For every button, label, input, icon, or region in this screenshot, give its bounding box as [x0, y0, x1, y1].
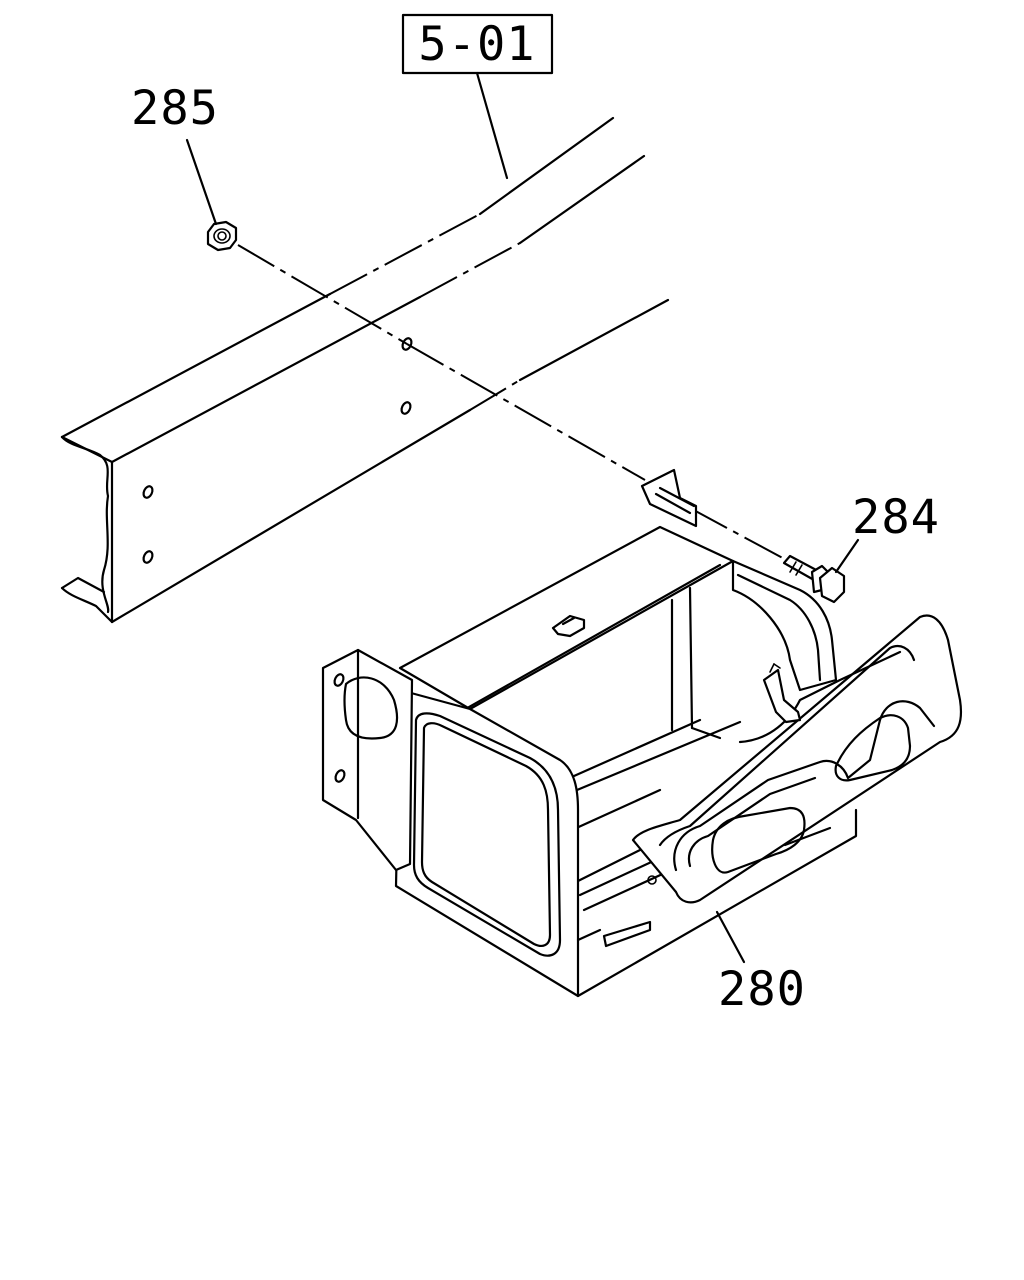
bolt-axis-line — [689, 507, 791, 563]
battery-bracket[interactable] — [321, 468, 963, 998]
frame-rail — [60, 116, 670, 624]
rail-hole — [142, 485, 154, 499]
bolt-axis-line — [237, 244, 408, 345]
reference-box-label: 5-01 — [418, 17, 535, 72]
rail-hole — [400, 401, 412, 415]
bolt-leader — [834, 538, 860, 574]
reference-leader — [475, 71, 509, 180]
bolt-axis-line — [406, 343, 646, 481]
reference-box[interactable]: 5-01 — [401, 13, 554, 75]
rail-hole — [142, 550, 154, 564]
nut-leader — [185, 138, 218, 226]
bolt-callout[interactable]: 284 — [852, 490, 940, 545]
bracket-leader — [715, 910, 746, 964]
bracket-callout[interactable]: 280 — [718, 962, 806, 1017]
flange-bolt[interactable] — [782, 554, 846, 604]
nut-callout[interactable]: 285 — [131, 81, 219, 136]
flange-nut[interactable] — [206, 220, 238, 252]
